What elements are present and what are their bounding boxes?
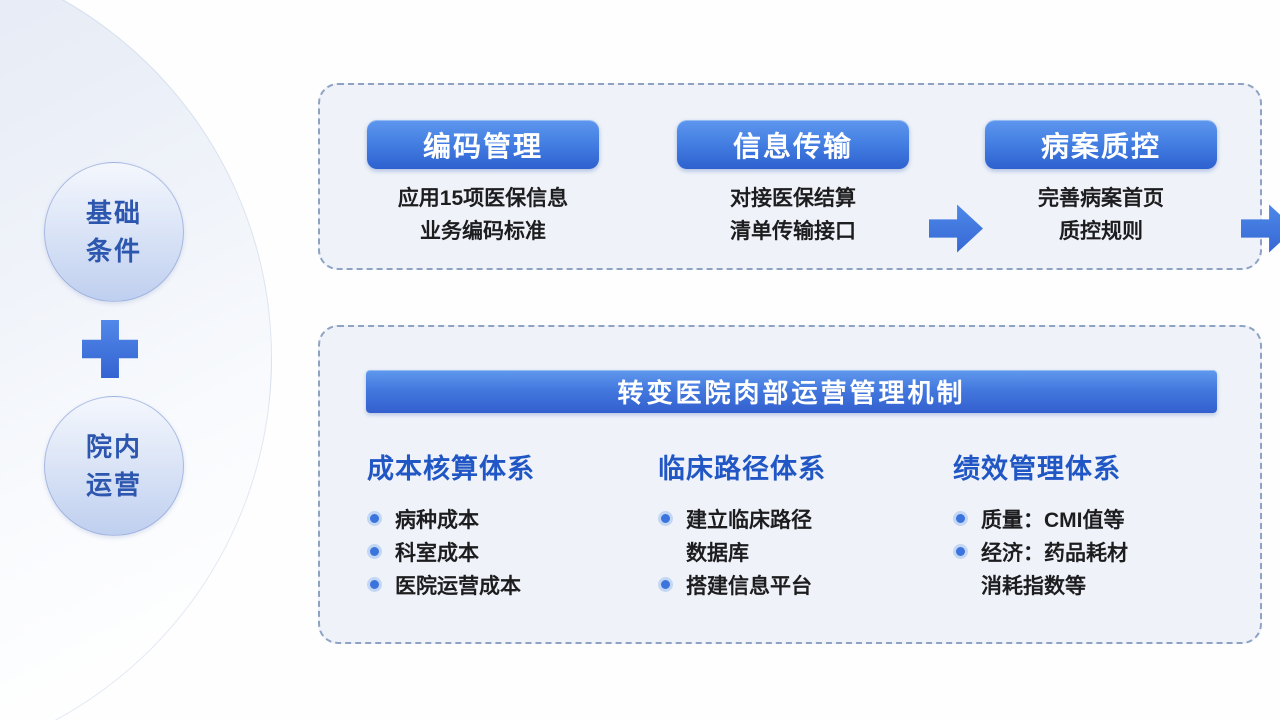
- step-desc-quality-control-line1: 完善病案首页: [1038, 187, 1164, 210]
- step-desc-transmission: 对接医保结算 清单传输接口: [677, 182, 909, 248]
- bullet-dot-icon: [367, 511, 382, 526]
- list-item: 搭建信息平台: [658, 568, 948, 601]
- list-item: 建立临床路径: [658, 502, 948, 535]
- circle-hospital-operations-line1: 院内: [85, 432, 142, 462]
- circle-basic-conditions: 基础 条件: [44, 162, 184, 302]
- circle-hospital-operations-line2: 运营: [85, 470, 142, 500]
- flow-step-quality-control: 病案质控 完善病案首页 质控规则: [985, 120, 1217, 248]
- bullet-dot-icon: [658, 577, 673, 592]
- list-item-text: 经济：药品耗材: [981, 541, 1128, 565]
- flow-step-transmission: 信息传输 对接医保结算 清单传输接口: [677, 120, 909, 248]
- column-clinical-pathway: 临床路径体系 建立临床路径 数据库 搭建信息平台: [658, 447, 948, 601]
- step-desc-coding: 应用15项医保信息 业务编码标准: [367, 182, 599, 248]
- circle-basic-conditions-line2: 条件: [85, 236, 142, 266]
- column-clinical-pathway-title: 临床路径体系: [658, 454, 826, 484]
- flow-panel: 编码管理 应用15项医保信息 业务编码标准 信息传输 对接医保结算 清单传输接口…: [318, 83, 1280, 270]
- step-desc-transmission-line2: 清单传输接口: [730, 220, 856, 243]
- banner-title: 转变医院肉部运营管理机制: [366, 370, 1217, 413]
- column-performance-management-title: 绩效管理体系: [953, 454, 1121, 484]
- bullet-dot-icon: [367, 577, 382, 592]
- bullet-dot-icon: [658, 511, 673, 526]
- bullet-dot-icon: [953, 511, 968, 526]
- step-title-coding: 编码管理: [367, 120, 599, 169]
- list-item-text: 质量：CMI值等: [981, 508, 1125, 532]
- list-item-continuation: 数据库: [658, 535, 948, 568]
- list-item-text: 数据库: [686, 541, 749, 565]
- list-item-text: 消耗指数等: [981, 574, 1086, 598]
- step-title-transmission: 信息传输: [677, 120, 909, 169]
- step-desc-quality-control-line2: 质控规则: [1059, 220, 1143, 243]
- list-item-text: 搭建信息平台: [686, 574, 812, 598]
- flow-step-coding: 编码管理 应用15项医保信息 业务编码标准: [367, 120, 599, 248]
- arrow-right-icon: [1241, 204, 1280, 253]
- list-item-text: 病种成本: [395, 508, 479, 532]
- circle-basic-conditions-line1: 基础: [85, 198, 142, 228]
- list-item: 质量：CMI值等: [953, 502, 1243, 535]
- step-title-quality-control: 病案质控: [985, 120, 1217, 169]
- background-ellipse: [0, 0, 293, 720]
- circle-hospital-operations: 院内 运营: [44, 396, 184, 536]
- list-item: 病种成本: [367, 502, 657, 535]
- step-desc-transmission-line1: 对接医保结算: [730, 187, 856, 210]
- column-performance-management: 绩效管理体系 质量：CMI值等 经济：药品耗材 消耗指数等: [953, 447, 1243, 601]
- arrow-right-icon: [929, 204, 983, 253]
- step-desc-coding-line2: 业务编码标准: [420, 220, 546, 243]
- step-desc-coding-line1: 应用15项医保信息: [397, 187, 569, 210]
- list-item-continuation: 消耗指数等: [953, 568, 1243, 601]
- bullet-dot-icon: [367, 544, 382, 559]
- list-item: 经济：药品耗材: [953, 535, 1243, 568]
- list-item: 医院运营成本: [367, 568, 657, 601]
- list-item-text: 科室成本: [395, 541, 479, 565]
- step-desc-quality-control: 完善病案首页 质控规则: [985, 182, 1217, 248]
- operations-panel: 转变医院肉部运营管理机制 成本核算体系 病种成本 科室成本 医院运营成本 临床路…: [318, 325, 1262, 644]
- column-cost-accounting-title: 成本核算体系: [367, 454, 535, 484]
- list-item-text: 医院运营成本: [395, 574, 521, 598]
- bullet-dot-icon: [953, 544, 968, 559]
- column-cost-accounting: 成本核算体系 病种成本 科室成本 医院运营成本: [367, 447, 657, 601]
- list-item-text: 建立临床路径: [686, 508, 812, 532]
- list-item: 科室成本: [367, 535, 657, 568]
